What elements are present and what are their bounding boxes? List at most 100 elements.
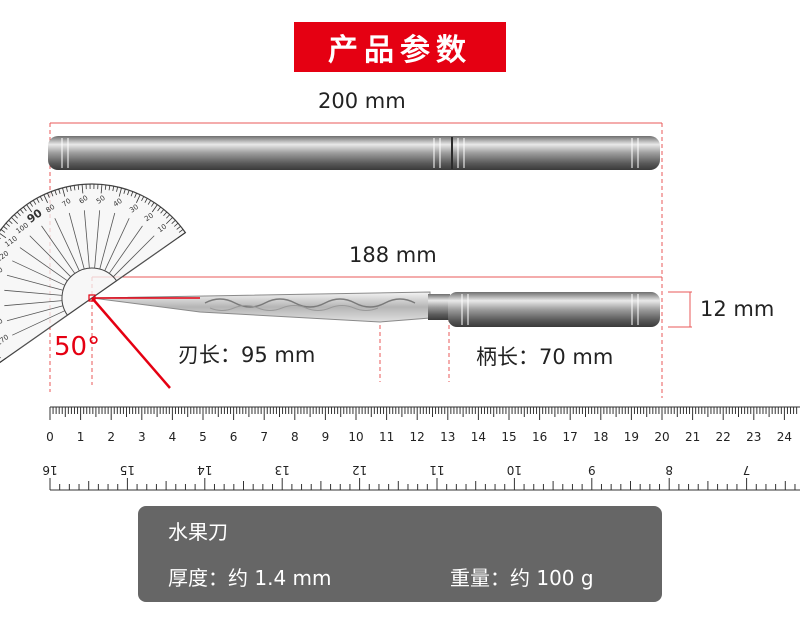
- protractor-tick: [50, 191, 54, 197]
- ruler-label: 15: [120, 463, 135, 477]
- protractor-label: 30: [128, 203, 140, 215]
- protractor-ray: [4, 300, 63, 307]
- page-title: 产品参数: [328, 33, 472, 68]
- protractor-tick: [118, 187, 122, 197]
- ruler-label: 16: [532, 430, 547, 444]
- ruler-label: 3: [138, 430, 146, 444]
- protractor-ray: [116, 247, 165, 282]
- protractor-ray: [12, 310, 65, 336]
- protractor-tick: [81, 184, 84, 194]
- ruler-label: 9: [588, 463, 596, 477]
- ruler-label: 12: [410, 430, 425, 444]
- ruler-label: 15: [501, 430, 516, 444]
- protractor-label: 50: [95, 194, 107, 206]
- protractor-label: 80: [44, 203, 56, 215]
- protractor-tick: [123, 188, 126, 194]
- protractor-ray: [19, 247, 68, 282]
- protractor-ray: [6, 305, 64, 322]
- protractor: 1020304050607080901001101201301401501601…: [0, 183, 187, 365]
- ruler-label: 4: [169, 430, 177, 444]
- ruler-label: 17: [563, 430, 578, 444]
- ruler-label: 10: [348, 430, 363, 444]
- protractor-tick: [16, 211, 21, 216]
- protractor-tick: [85, 184, 87, 190]
- protractor-tick: [54, 190, 57, 196]
- ruler-label: 9: [322, 430, 330, 444]
- ruler-label: 12: [352, 463, 367, 477]
- ruler-label: 7: [743, 463, 751, 477]
- protractor-ray: [4, 289, 63, 296]
- protractor-tick: [13, 214, 18, 219]
- ruler-label: 21: [685, 430, 700, 444]
- protractor-tick: [69, 186, 72, 192]
- protractor-tick: [65, 186, 68, 192]
- protractor-tick: [3, 225, 8, 230]
- protractor-tick: [112, 186, 115, 192]
- protractor-tick: [178, 229, 184, 233]
- protractor-tick: [147, 200, 152, 205]
- protractor-tick: [108, 185, 111, 191]
- total-length-label: 200 mm: [318, 89, 406, 113]
- angle-label: 50°: [54, 332, 101, 362]
- protractor-tick: [136, 194, 141, 204]
- ruler-label: 14: [471, 430, 486, 444]
- protractor-label: 120: [0, 249, 10, 263]
- ruler-label: 13: [440, 430, 455, 444]
- ruler-label: 5: [199, 430, 207, 444]
- product-name: 水果刀: [168, 520, 228, 544]
- ruler-label: 10: [507, 463, 522, 477]
- protractor-tick: [134, 192, 137, 198]
- ruler-label: 1: [77, 430, 85, 444]
- protractor-tick: [5, 222, 10, 227]
- protractor-ray: [6, 274, 64, 291]
- protractor-ray: [108, 225, 143, 274]
- thickness-spec: 厚度：约 1.4 mm: [168, 566, 332, 590]
- protractor-tick: [166, 214, 171, 219]
- protractor-tick: [177, 232, 186, 239]
- protractor-ray: [29, 235, 72, 278]
- ruler-label: 11: [429, 463, 444, 477]
- angle-line: [91, 297, 171, 389]
- protractor-ray: [94, 210, 101, 269]
- ruler-label: 23: [746, 430, 761, 444]
- ruler-label: 14: [197, 463, 212, 477]
- protractor-tick: [141, 196, 145, 202]
- protractor-tick: [0, 229, 6, 233]
- protractor-ray: [54, 218, 80, 271]
- protractor-tick: [104, 184, 107, 190]
- protractor-tick: [93, 184, 95, 190]
- protractor-tick: [39, 196, 43, 202]
- handle-length-label: 柄长：70 mm: [476, 345, 614, 369]
- protractor-ray: [12, 260, 65, 286]
- protractor-tick: [26, 204, 33, 213]
- ruler-label: 2: [107, 430, 115, 444]
- protractor-tick: [36, 198, 40, 203]
- protractor-tick: [127, 190, 130, 196]
- ruler-label: 19: [624, 430, 639, 444]
- ruler-label: 11: [379, 430, 394, 444]
- ruler-label: 8: [665, 463, 673, 477]
- open-knife: [91, 291, 660, 327]
- protractor-tick: [97, 184, 99, 190]
- ruler-label: 24: [777, 430, 792, 444]
- protractor-ray: [112, 235, 155, 278]
- protractor-tick: [43, 194, 48, 204]
- protractor-ray: [68, 212, 85, 270]
- blade-handle-length-label: 188 mm: [349, 243, 437, 267]
- protractor-label: 60: [78, 194, 90, 206]
- protractor-tick: [29, 202, 33, 207]
- protractor-tick: [11, 217, 19, 225]
- ruler-label: 16: [42, 463, 57, 477]
- blade-length-label: 刃长：95 mm: [178, 343, 316, 367]
- protractor-label: 160: [0, 317, 4, 331]
- protractor-tick: [151, 204, 158, 213]
- protractor-tick: [116, 186, 119, 192]
- protractor-tick: [176, 225, 181, 230]
- protractor-tick: [163, 211, 168, 216]
- protractor-tick: [157, 206, 161, 212]
- protractor-label: 40: [112, 197, 124, 209]
- protractor-label: 70: [61, 197, 73, 209]
- protractor-tick: [130, 191, 134, 197]
- protractor-ray: [104, 218, 130, 271]
- diameter-label: 12 mm: [700, 297, 775, 321]
